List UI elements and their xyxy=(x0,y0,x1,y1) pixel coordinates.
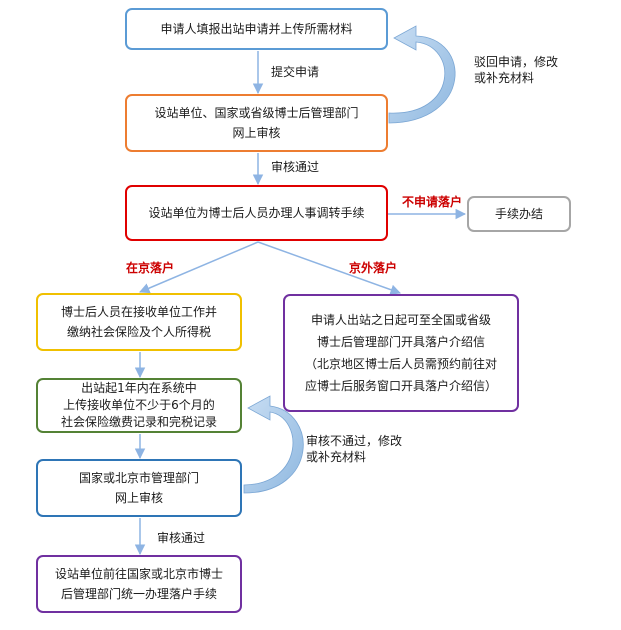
label-fail-line2: 或补充材料 xyxy=(306,450,367,464)
box-submit-application: 申请人填报出站申请并上传所需材料 xyxy=(125,8,388,50)
label-outside-beijing: 京外落户 xyxy=(349,261,398,275)
box-online-review-2-line2: 网上审核 xyxy=(114,491,163,505)
label-no-settle: 不申请落户 xyxy=(402,195,463,209)
box-procedure-done: 手续办结 xyxy=(467,196,571,232)
box-personnel-transfer-text: 设站单位为博士后人员办理人事调转手续 xyxy=(148,206,365,220)
box-outside-beijing-line3: （北京地区博士后人员需预约前往对 xyxy=(304,357,497,371)
label-fail-line1: 审核不通过，修改 xyxy=(306,434,403,448)
box-upload-records-line2: 上传接收单位不少于6个月的 xyxy=(63,398,215,412)
box-online-review-1: 设站单位、国家或省级博士后管理部门 网上审核 xyxy=(125,94,388,152)
box-upload-records-line3: 社会保险缴费记录和完税记录 xyxy=(60,415,217,429)
label-approved-2: 审核通过 xyxy=(157,531,206,545)
box-online-review-1-line1: 设站单位、国家或省级博士后管理部门 xyxy=(154,106,359,120)
box-insurance-line2: 缴纳社会保险及个人所得税 xyxy=(66,325,211,339)
box-insurance: 博士后人员在接收单位工作并 缴纳社会保险及个人所得税 xyxy=(36,293,242,351)
box-outside-beijing-line2: 博士后管理部门开具落户介绍信 xyxy=(316,335,485,349)
loop-arrow-resubmit xyxy=(243,395,304,494)
box-settle-household: 设站单位前往国家或北京市博士 后管理部门统一办理落户手续 xyxy=(36,555,242,613)
label-approved-1: 审核通过 xyxy=(271,160,320,174)
box-outside-beijing-line1: 申请人出站之日起可至全国或省级 xyxy=(310,313,491,327)
box-upload-records: 出站起1年内在系统中 上传接收单位不少于6个月的 社会保险缴费记录和完税记录 xyxy=(36,378,242,433)
box-submit-application-text: 申请人填报出站申请并上传所需材料 xyxy=(160,22,353,36)
box-personnel-transfer: 设站单位为博士后人员办理人事调转手续 xyxy=(125,185,388,241)
box-online-review-1-line2: 网上审核 xyxy=(232,126,281,140)
box-outside-beijing: 申请人出站之日起可至全国或省级 博士后管理部门开具落户介绍信 （北京地区博士后人… xyxy=(283,294,519,412)
box-settle-household-line1: 设站单位前往国家或北京市博士 xyxy=(54,567,223,581)
box-online-review-2: 国家或北京市管理部门 网上审核 xyxy=(36,459,242,517)
label-in-beijing: 在京落户 xyxy=(126,261,175,275)
label-reject-line2: 或补充材料 xyxy=(474,71,535,85)
arrow-transfer-to-outside xyxy=(257,241,401,295)
box-online-review-2-line1: 国家或北京市管理部门 xyxy=(78,471,199,485)
label-reject-line1: 驳回申请，修改 xyxy=(474,55,559,69)
box-procedure-done-text: 手续办结 xyxy=(494,207,543,221)
loop-arrow-reject xyxy=(388,25,456,124)
box-upload-records-line1: 出站起1年内在系统中 xyxy=(81,381,197,395)
label-submit: 提交申请 xyxy=(271,65,320,79)
box-insurance-line1: 博士后人员在接收单位工作并 xyxy=(60,305,217,319)
box-settle-household-line2: 后管理部门统一办理落户手续 xyxy=(60,587,217,601)
arrow-transfer-to-insurance xyxy=(139,241,259,294)
box-outside-beijing-line4: 应博士后服务窗口开具落户介绍信） xyxy=(304,379,497,393)
